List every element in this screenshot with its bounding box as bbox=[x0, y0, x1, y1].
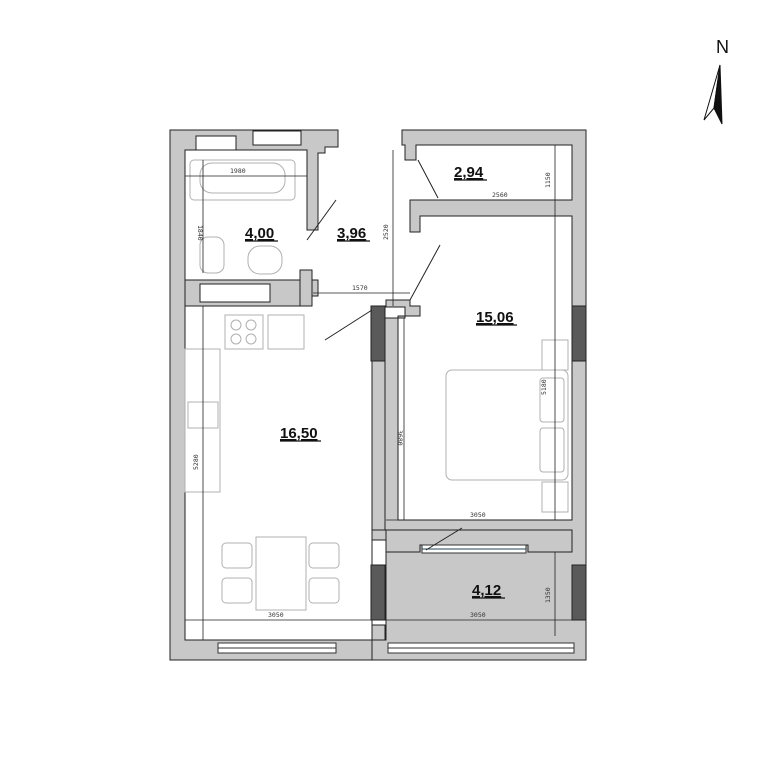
dim-kitchen-length: 5280 bbox=[192, 454, 200, 470]
room-area-bedroom: 15,06 bbox=[476, 309, 514, 326]
area-underlines bbox=[245, 179, 517, 599]
room-area-living-kitchen: 16,50 bbox=[280, 425, 318, 442]
north-arrow-icon bbox=[703, 64, 723, 125]
dim-bedroom-length: 5180 bbox=[540, 379, 548, 395]
dimension-lines bbox=[185, 145, 572, 640]
columns bbox=[370, 305, 587, 621]
dim-bath-width: 1980 bbox=[230, 167, 246, 175]
dim-balcony-width: 3050 bbox=[470, 611, 486, 619]
north-label: N bbox=[716, 37, 729, 57]
vent-shaft bbox=[195, 135, 237, 151]
dim-balcony-depth: 1350 bbox=[544, 587, 552, 603]
dim-bedroom-width: 3050 bbox=[470, 511, 486, 519]
vent-shaft bbox=[199, 283, 271, 303]
room-area-balcony: 4,12 bbox=[472, 582, 501, 599]
dim-storage-depth: 1150 bbox=[544, 172, 552, 188]
dim-storage-width: 2560 bbox=[492, 191, 508, 199]
room-area-bathroom: 4,00 bbox=[245, 225, 274, 242]
dim-bedroom-inner: 3680 bbox=[396, 430, 404, 446]
room-area-hallway: 3,96 bbox=[337, 225, 366, 242]
dim-hall-width: 1570 bbox=[352, 284, 368, 292]
window bbox=[252, 130, 302, 146]
dim-bath-depth: 1840 bbox=[196, 225, 204, 241]
room-area-storage: 2,94 bbox=[454, 164, 484, 181]
dim-hall-length: 2520 bbox=[382, 224, 390, 240]
bottom-windows bbox=[217, 544, 575, 654]
doors bbox=[306, 159, 463, 551]
dim-kitchen-width: 3050 bbox=[268, 611, 284, 619]
